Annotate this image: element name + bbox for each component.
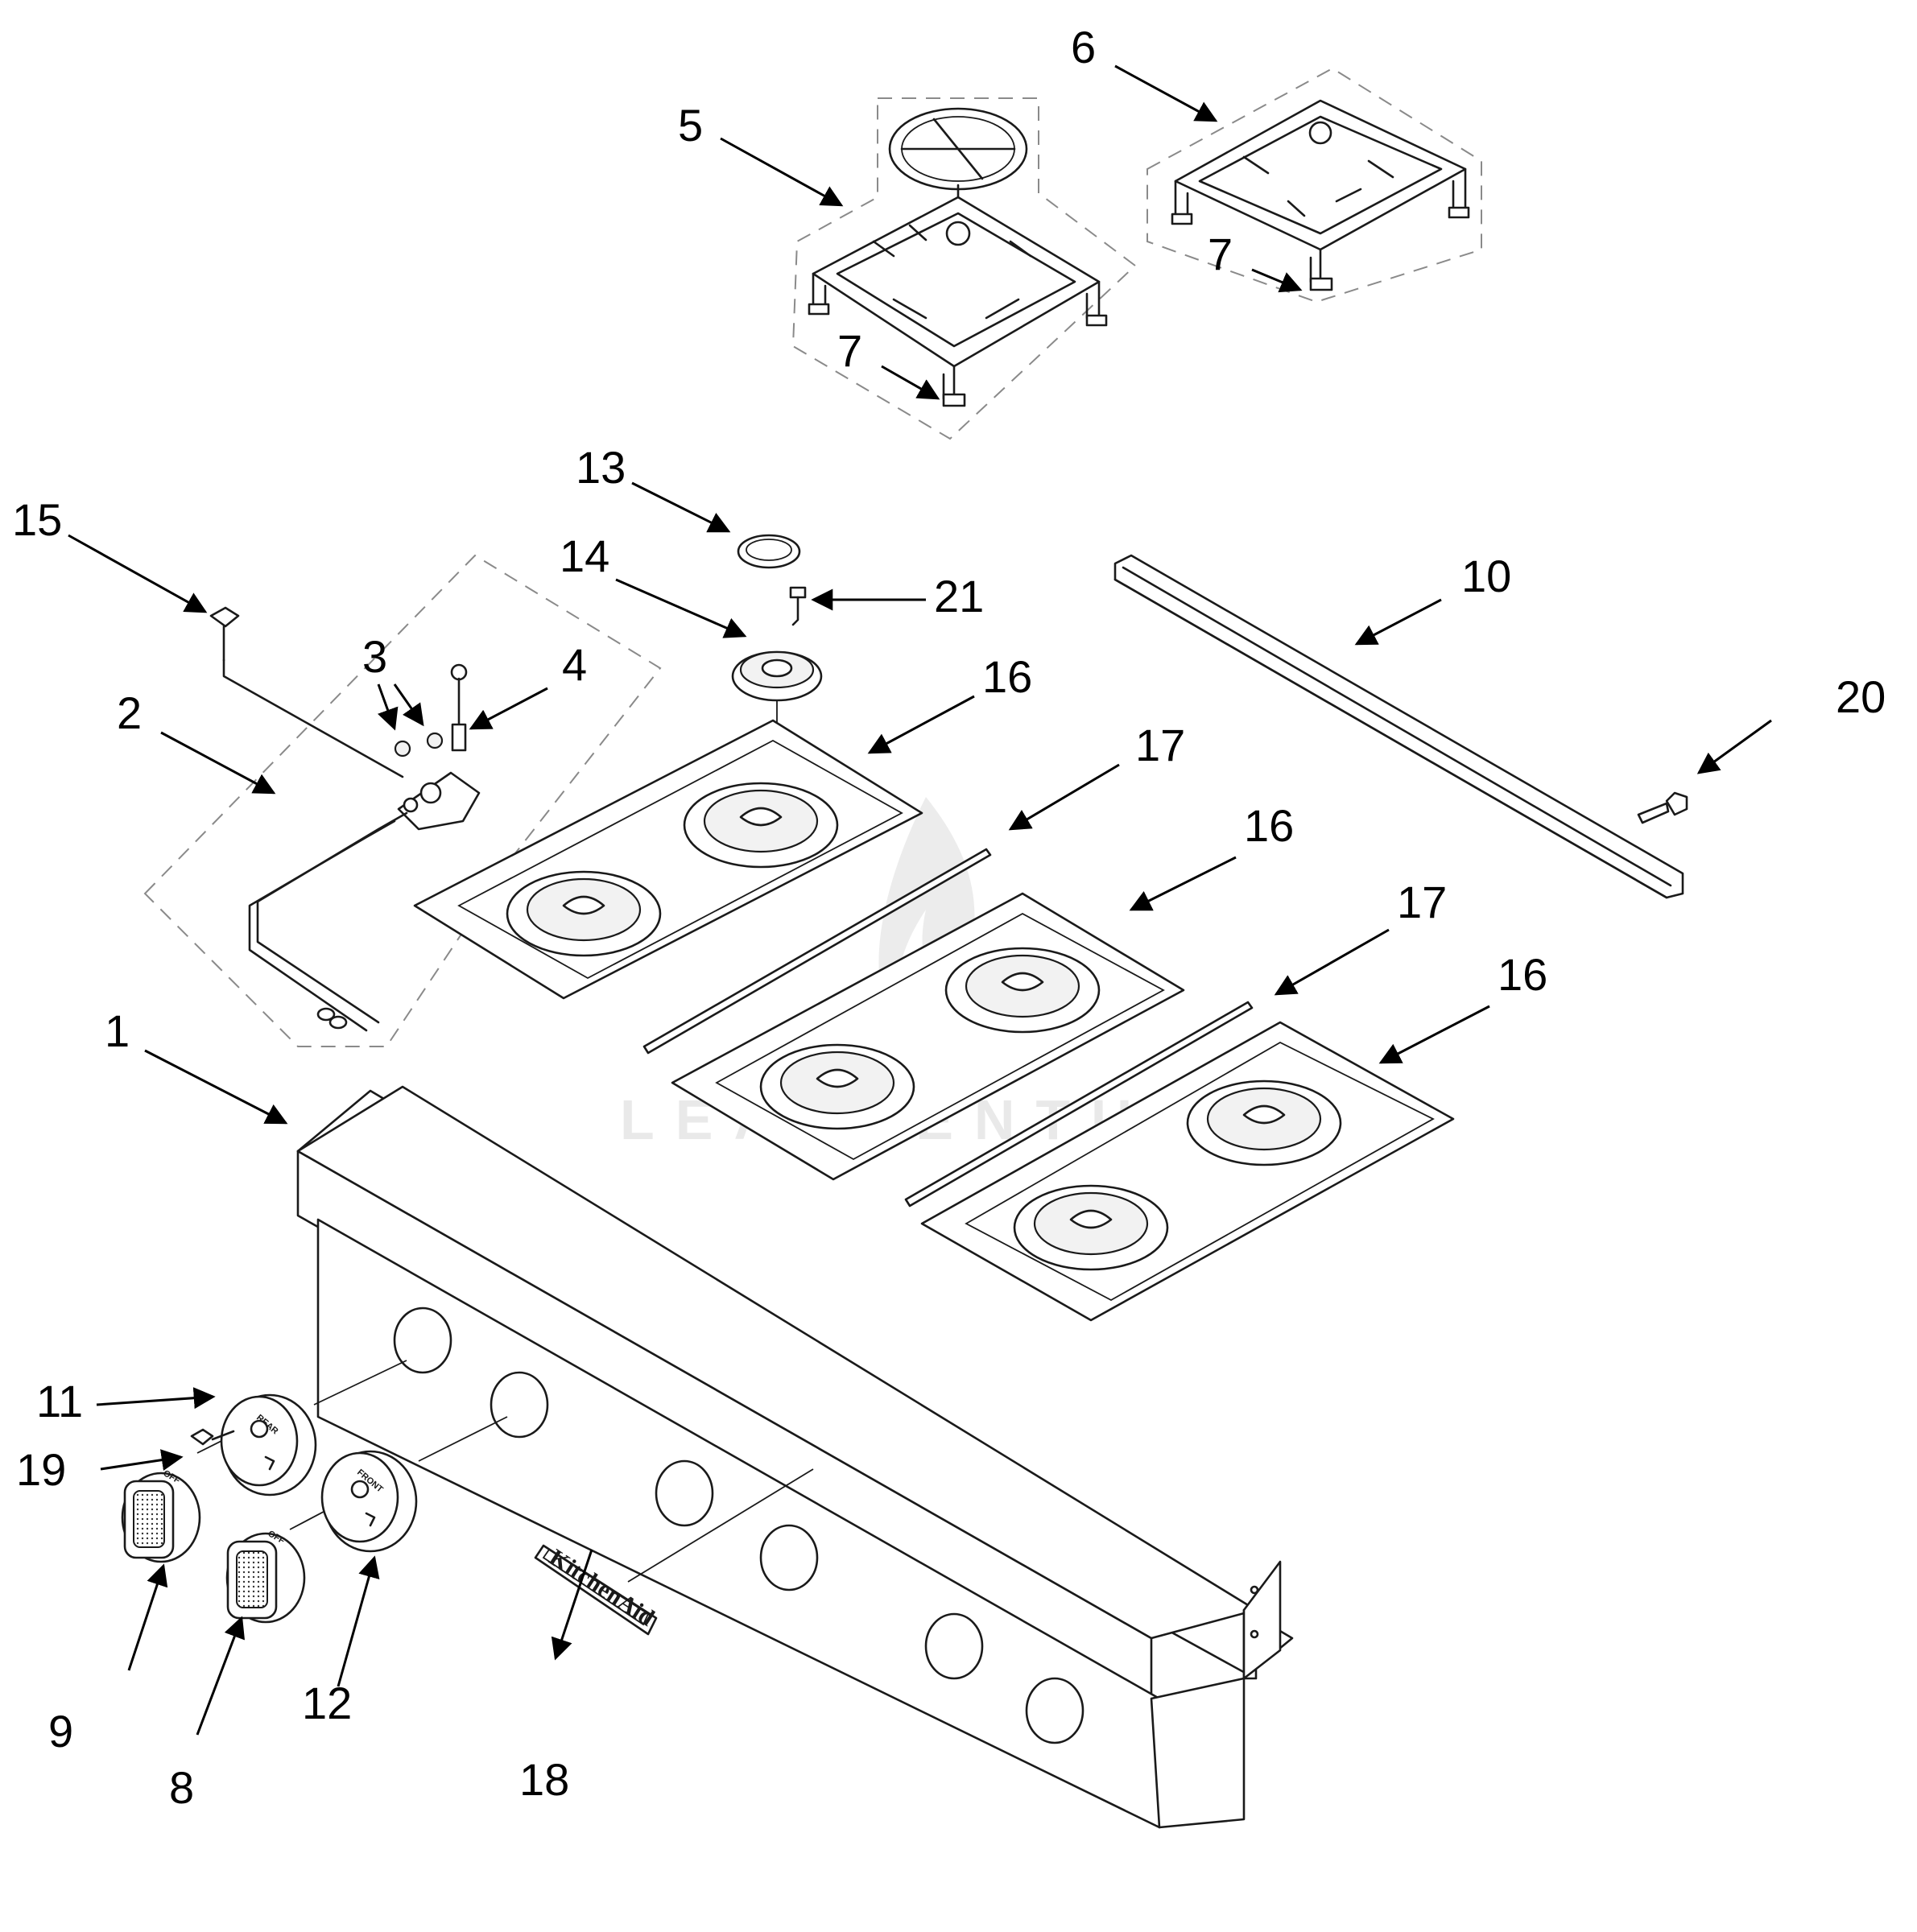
grate-6 xyxy=(1146,67,1482,303)
callout-10: 10 xyxy=(1461,551,1511,601)
seal-17-b xyxy=(904,1001,1254,1208)
leader-lines xyxy=(68,64,1772,1736)
callout-labels: 1 2 3 4 5 6 7 7 8 9 10 11 12 13 14 15 16… xyxy=(12,22,1886,1813)
callout-3: 3 xyxy=(362,631,387,682)
guide-line-12 xyxy=(418,1416,508,1462)
callout-6: 6 xyxy=(1071,22,1096,72)
trim-rail-10 xyxy=(1113,554,1684,899)
callout-15: 15 xyxy=(12,494,62,545)
burner-pan-16-middle xyxy=(671,892,1185,1181)
control-panel-1 xyxy=(296,1085,1294,1829)
guide-line-18 xyxy=(627,1468,814,1583)
bezel-12: FRONT xyxy=(320,1450,418,1553)
callout-14: 14 xyxy=(560,530,609,581)
callout-19: 19 xyxy=(16,1444,66,1495)
screw-21 xyxy=(789,586,807,626)
knob-8: OFF xyxy=(225,1529,306,1624)
callout-5: 5 xyxy=(678,100,703,151)
screws-3 xyxy=(394,732,444,758)
callout-16-c: 16 xyxy=(1498,949,1547,1000)
knob-9: OFF xyxy=(121,1468,201,1563)
callout-4: 4 xyxy=(562,639,587,690)
callout-8: 8 xyxy=(169,1762,194,1813)
callout-7-a: 7 xyxy=(837,325,862,376)
burner-pan-16-left xyxy=(413,719,923,1000)
callout-9: 9 xyxy=(48,1706,73,1757)
callout-20: 20 xyxy=(1836,671,1886,722)
burner-pan-16-right xyxy=(920,1021,1455,1322)
callout-1: 1 xyxy=(105,1005,130,1056)
callout-21: 21 xyxy=(934,571,984,621)
callout-7-b: 7 xyxy=(1208,229,1233,279)
callout-13: 13 xyxy=(576,442,626,493)
callout-16-b: 16 xyxy=(1244,800,1294,851)
bezel-11: REAR xyxy=(220,1393,317,1496)
callout-11: 11 xyxy=(36,1376,83,1426)
electrode-4 xyxy=(450,663,468,752)
grate-5 xyxy=(791,97,1137,440)
callout-12: 12 xyxy=(302,1678,352,1728)
screw-15 xyxy=(209,606,240,662)
screw-20 xyxy=(1637,791,1688,824)
callout-2: 2 xyxy=(117,687,142,738)
callout-16-a: 16 xyxy=(982,651,1032,702)
burner-assembly xyxy=(731,534,823,729)
callout-17-a: 17 xyxy=(1135,720,1185,770)
seal-17-a xyxy=(642,848,992,1055)
screw-19 xyxy=(190,1428,235,1446)
callout-18: 18 xyxy=(519,1754,569,1805)
guide-line-11 xyxy=(313,1360,407,1406)
callout-17-b: 17 xyxy=(1397,877,1447,927)
